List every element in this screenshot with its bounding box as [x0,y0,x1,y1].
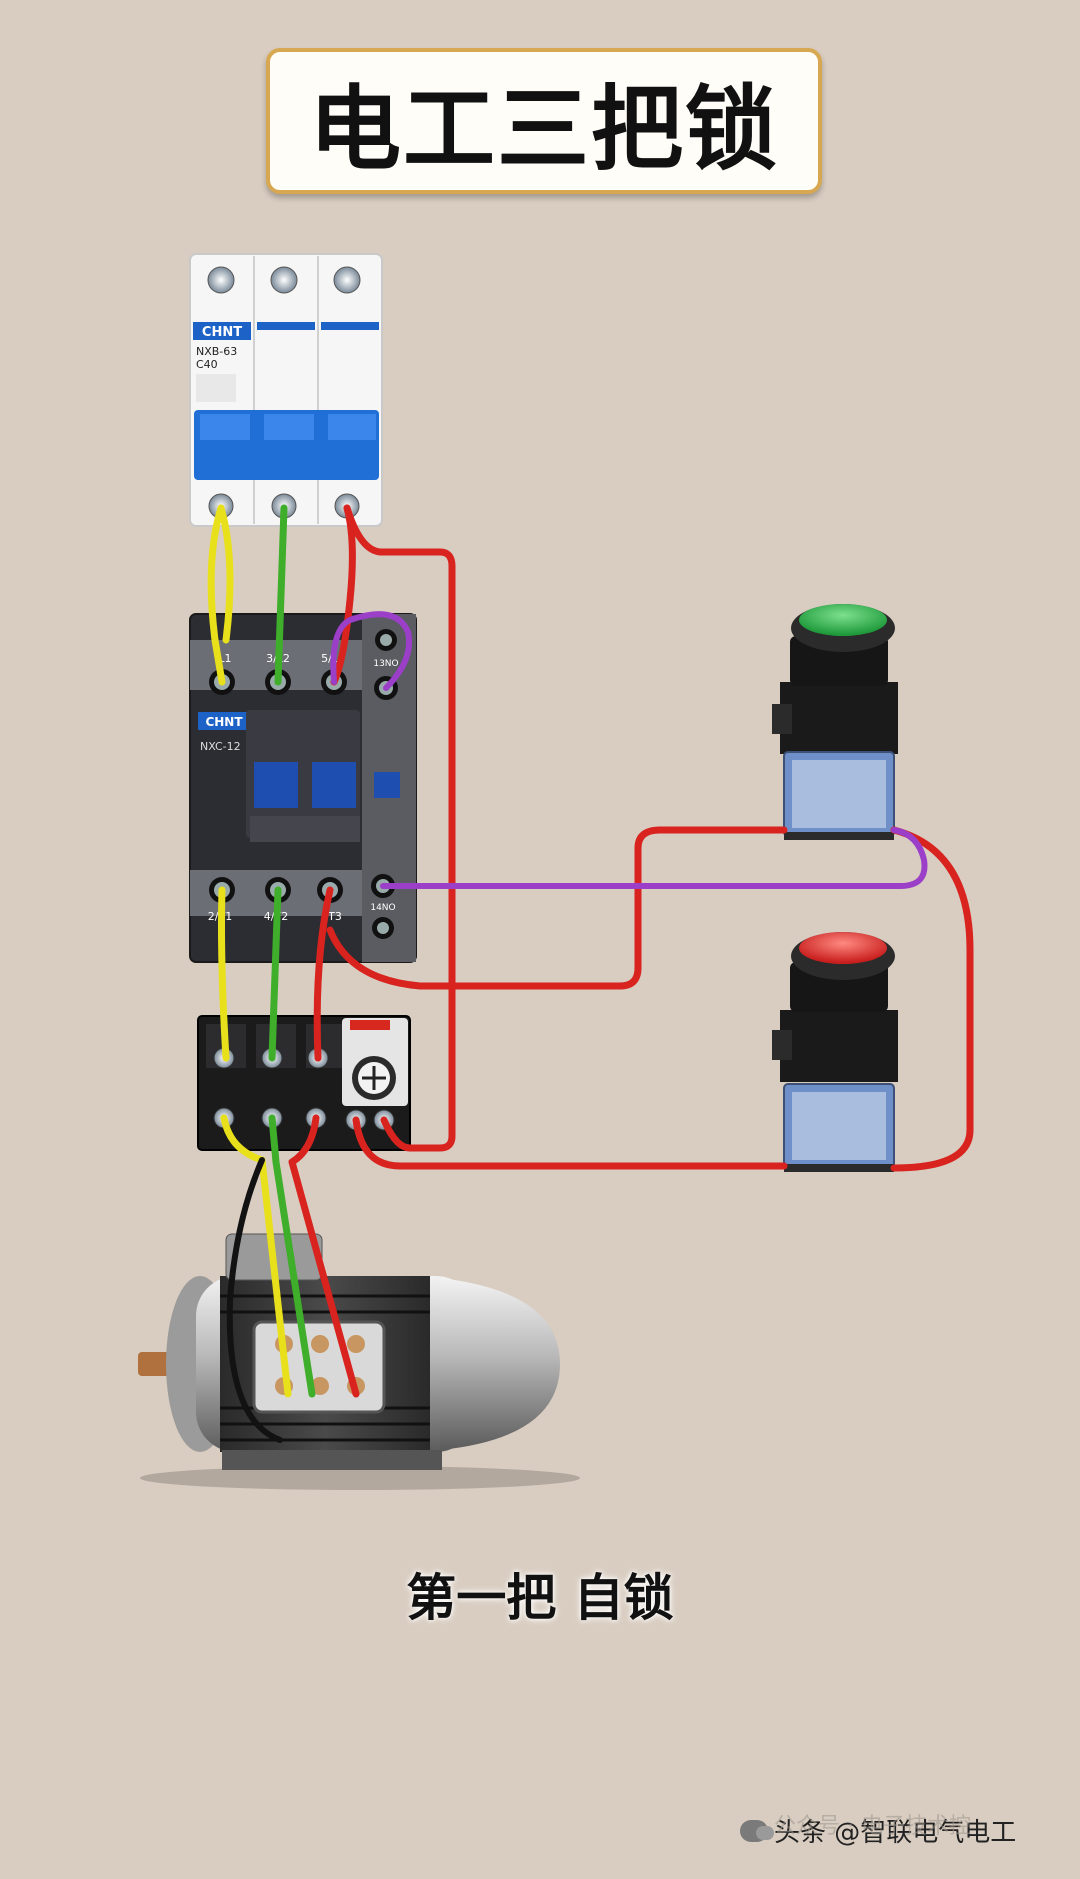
start-button[interactable] [772,604,898,840]
breaker-brand-label: CHNT [202,325,242,340]
contactor-brand-label: CHNT [205,715,243,729]
wire-motor-cable [226,1157,283,1443]
terminal-label-14no: 14NO [370,903,395,913]
breaker-model-label: NXB-63 [196,345,237,358]
wechat-icon [740,1819,774,1842]
watermark: 公众号 · 电子技术控 头条 @智联电气电工 [740,1812,1016,1849]
breaker-rating-label: C40 [196,358,218,371]
page-title: 电工三把锁 [308,75,779,183]
contactor-model-label: NXC-12 [200,740,241,753]
wire-phase-b [268,504,316,1398]
wire-phase-a [207,504,292,1398]
stop-button-cap[interactable] [799,932,887,964]
wire-phase-c [288,504,974,1398]
wire-auxiliary [330,611,928,889]
breaker-brand-plate [193,322,251,340]
contactor: CHNT NXC-12 L1 3/L2 5/L3 13NO 2/T1 4/T2 … [189,613,417,963]
terminal-label-13no: 13NO [373,659,398,669]
circuit-breaker: CHNT NXB-63 C40 [189,253,383,527]
title-banner: 电工三把锁 [266,48,822,194]
stop-button[interactable] [772,932,898,1172]
watermark-faded-text: 公众号 · 电子技术控 [774,1814,971,1839]
terminal-label-t3: T3 [327,910,342,923]
contactor-brand-plate [198,712,250,730]
start-button-cap[interactable] [799,604,887,636]
breaker-top-screws [207,266,361,294]
wires [207,504,974,1443]
motor [138,1233,580,1490]
diagram-caption: 第一把 自锁 [406,1569,674,1627]
watermark-text: 头条 @智联电气电工 [774,1818,1017,1848]
